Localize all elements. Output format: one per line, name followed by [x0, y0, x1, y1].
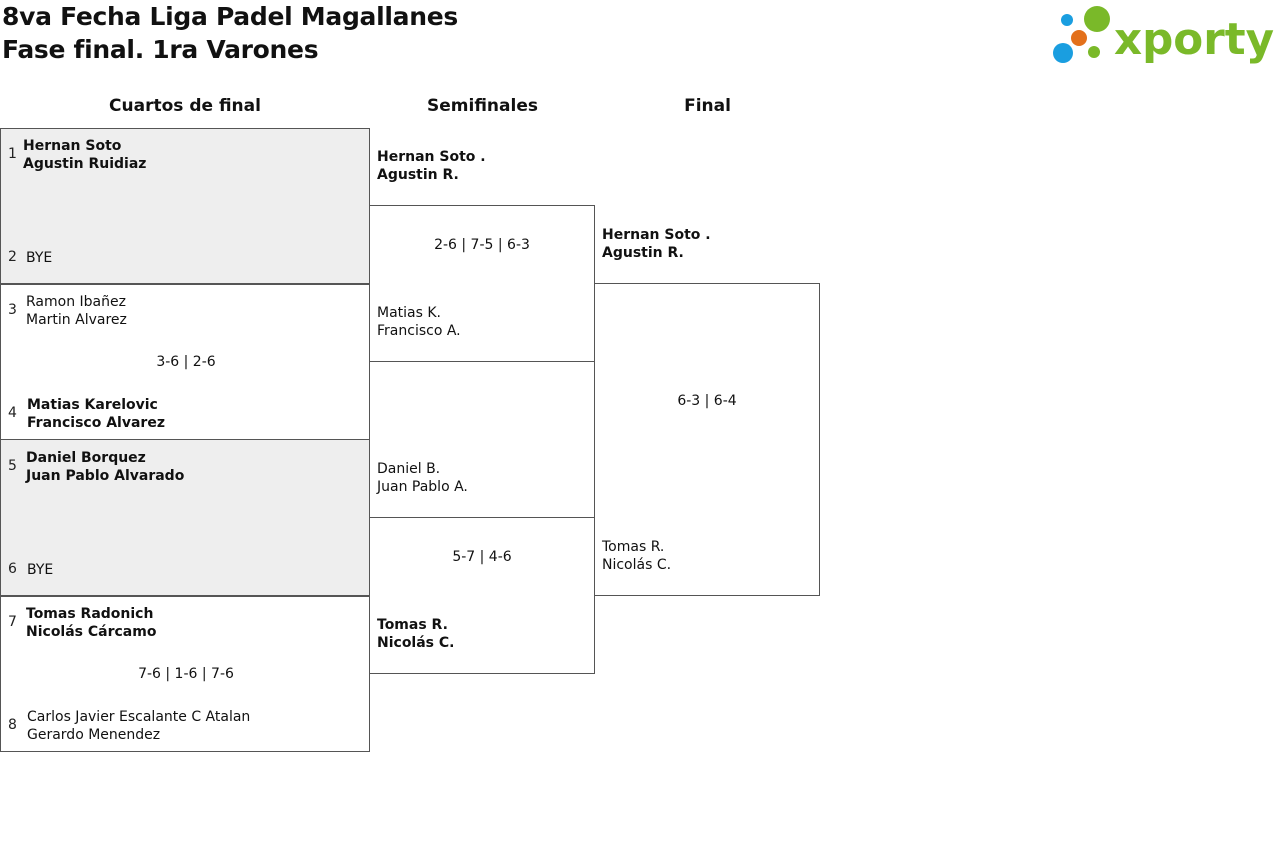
player-name: Martin Alvarez	[26, 312, 127, 328]
match-score: 5-7 | 4-6	[452, 549, 512, 565]
player-name: Tomas Radonich	[26, 606, 154, 622]
player-name: Matias K.	[377, 305, 441, 321]
team-entry[interactable]: Carlos Javier Escalante C Atalan Gerardo…	[27, 708, 250, 744]
seed-number: 7	[8, 614, 17, 630]
match-score: 2-6 | 7-5 | 6-3	[434, 237, 530, 253]
player-name: Hernan Soto .	[377, 149, 486, 165]
player-name: Carlos Javier Escalante C Atalan	[27, 709, 251, 725]
logo-text: xporty	[1114, 14, 1274, 65]
team-entry[interactable]: Matias Karelovic Francisco Alvarez	[27, 396, 165, 432]
team-entry[interactable]: Hernan Soto Agustin Ruidiaz	[23, 137, 146, 173]
logo-dot-blue-small	[1061, 14, 1073, 26]
quarterfinal-match-3: 5 Daniel Borquez Juan Pablo Alvarado 6 B…	[0, 439, 370, 597]
player-name: Matias Karelovic	[27, 397, 158, 413]
player-name: Tomas R.	[377, 617, 448, 633]
player-name: Nicolás Cárcamo	[26, 624, 157, 640]
quarterfinal-match-4: 7 Tomas Radonich Nicolás Cárcamo 7-6 | 1…	[0, 595, 370, 752]
bye-label: BYE	[27, 562, 54, 578]
seed-number: 8	[8, 717, 17, 733]
semifinal-match-1: 2-6 | 7-5 | 6-3 Matias K. Francisco A.	[369, 205, 595, 362]
semifinal-1-team-bottom[interactable]: Matias K. Francisco A.	[377, 304, 461, 340]
semifinal-match-2: 5-7 | 4-6 Tomas R. Nicolás C.	[369, 517, 595, 674]
player-name: Gerardo Menendez	[27, 727, 161, 743]
player-name: Daniel B.	[377, 461, 441, 477]
seed-number: 6	[8, 561, 17, 577]
player-name: Tomas R.	[602, 539, 665, 555]
seed-number: 5	[8, 458, 17, 474]
semifinal-2-team-bottom[interactable]: Tomas R. Nicolás C.	[377, 616, 454, 652]
player-name: Agustin Ruidiaz	[23, 156, 147, 172]
round-header-semifinals: Semifinales	[427, 96, 538, 116]
round-header-final: Final	[684, 96, 731, 116]
team-entry-bye: BYE	[27, 561, 53, 579]
bye-label: BYE	[26, 250, 53, 266]
match-score: 6-3 | 6-4	[677, 393, 737, 409]
team-entry-bye: BYE	[26, 249, 52, 267]
final-team-bottom[interactable]: Tomas R. Nicolás C.	[602, 538, 671, 574]
player-name: Nicolás C.	[377, 635, 455, 651]
player-name: Daniel Borquez	[26, 450, 146, 466]
seed-number: 4	[8, 405, 17, 421]
final-team-top[interactable]: Hernan Soto . Agustin R.	[602, 226, 711, 262]
team-entry[interactable]: Daniel Borquez Juan Pablo Alvarado	[26, 449, 184, 485]
player-name: Agustin R.	[377, 167, 459, 183]
semifinal-2-team-top[interactable]: Daniel B. Juan Pablo A.	[377, 460, 468, 496]
seed-number: 2	[8, 249, 17, 265]
quarterfinal-match-2: 3 Ramon Ibañez Martin Alvarez 3-6 | 2-6 …	[0, 283, 370, 441]
seed-number: 3	[8, 302, 17, 318]
team-entry[interactable]: Ramon Ibañez Martin Alvarez	[26, 293, 127, 329]
logo-dot-green-large	[1084, 6, 1110, 32]
seed-number: 1	[8, 146, 17, 162]
player-name: Hernan Soto .	[602, 227, 711, 243]
page-subtitle: Fase final. 1ra Varones	[2, 35, 319, 64]
logo-dot-orange	[1071, 30, 1087, 46]
player-name: Ramon Ibañez	[26, 294, 126, 310]
player-name: Francisco Alvarez	[27, 415, 165, 431]
logo-dot-green-small	[1088, 46, 1100, 58]
player-name: Hernan Soto	[23, 138, 122, 154]
player-name: Nicolás C.	[602, 557, 672, 573]
xporty-logo: xporty	[1053, 6, 1274, 65]
player-name: Agustin R.	[602, 245, 684, 261]
final-match: 6-3 | 6-4 Tomas R. Nicolás C.	[594, 283, 820, 596]
logo-dot-blue-large	[1053, 43, 1073, 63]
semifinal-1-team-top[interactable]: Hernan Soto . Agustin R.	[377, 148, 486, 184]
team-entry[interactable]: Tomas Radonich Nicolás Cárcamo	[26, 605, 156, 641]
match-score: 7-6 | 1-6 | 7-6	[138, 666, 234, 682]
quarterfinal-match-1: 1 Hernan Soto Agustin Ruidiaz 2 BYE	[0, 128, 370, 285]
player-name: Francisco A.	[377, 323, 461, 339]
match-score: 3-6 | 2-6	[156, 354, 216, 370]
player-name: Juan Pablo Alvarado	[26, 468, 185, 484]
player-name: Juan Pablo A.	[377, 479, 468, 495]
page-title: 8va Fecha Liga Padel Magallanes	[2, 2, 458, 31]
round-header-quarterfinals: Cuartos de final	[109, 96, 261, 116]
